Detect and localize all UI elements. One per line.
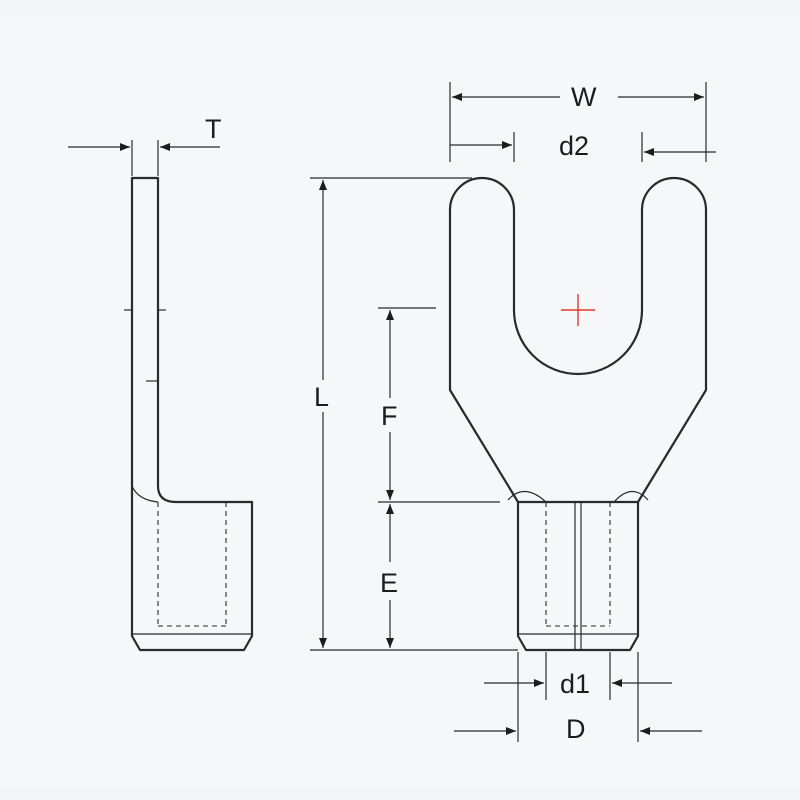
f-label: F [381, 401, 398, 431]
t-label: T [205, 114, 222, 144]
dimension-l: L [310, 177, 518, 651]
d1-label: d1 [560, 669, 590, 699]
center-mark [561, 294, 595, 326]
dimension-d: D [454, 652, 702, 744]
drawing-frame [0, 18, 800, 788]
dimension-t: T [68, 114, 222, 176]
e-label: E [380, 568, 398, 598]
dimension-d1: d1 [484, 652, 672, 700]
side-view [124, 176, 254, 652]
fork-outline [448, 176, 708, 503]
dimension-w: W [449, 82, 707, 162]
w-label: W [571, 82, 597, 112]
l-label: L [314, 382, 329, 412]
fillet-right [613, 490, 649, 503]
d2-label: d2 [559, 131, 589, 161]
dimension-d2: d2 [450, 131, 716, 162]
dimension-f: F [378, 307, 500, 503]
fillet-left [507, 490, 547, 503]
front-view [448, 176, 708, 652]
d-label: D [566, 714, 586, 744]
barrel-outline [516, 500, 640, 652]
side-view-bend-curve [131, 485, 159, 503]
side-view-outline [130, 176, 254, 652]
dimension-e: E [380, 504, 398, 648]
